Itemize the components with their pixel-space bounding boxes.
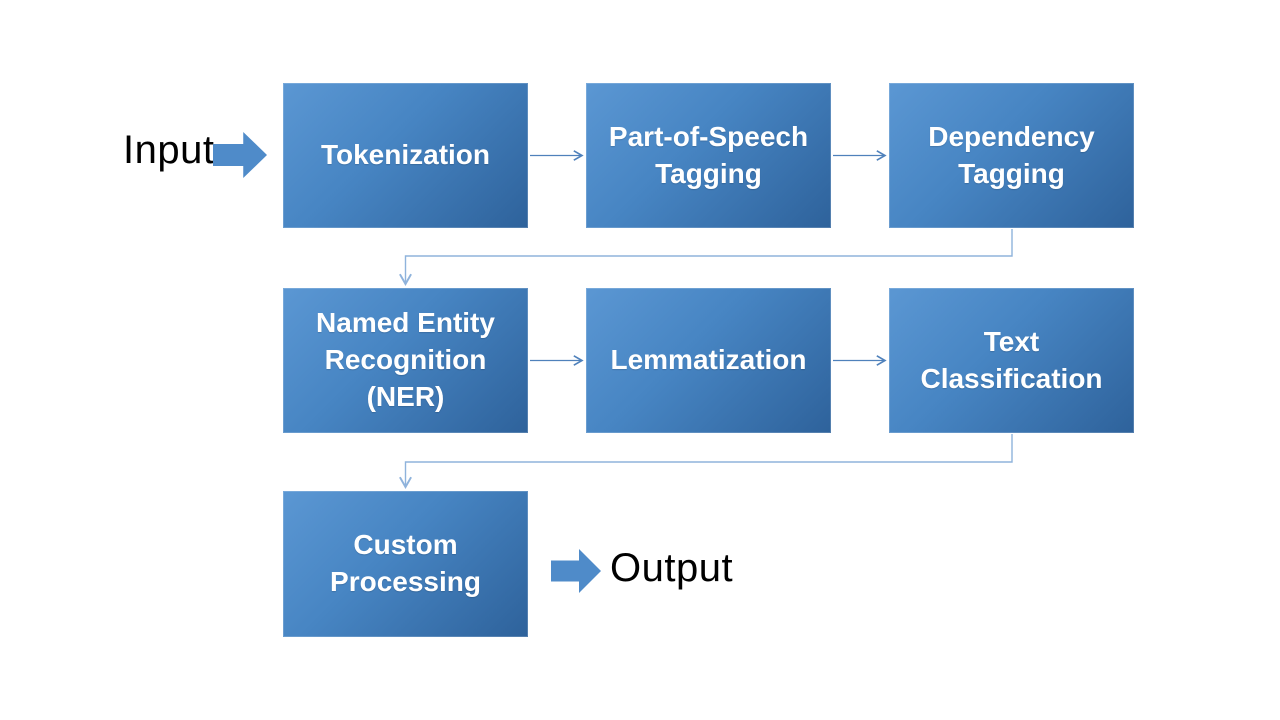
node-text-classification: Text Classification	[889, 288, 1134, 433]
node-label-text-classification: Text Classification	[920, 325, 1103, 394]
node-label-lemmatization: Lemmatization	[610, 344, 807, 376]
node-custom-processing: Custom Processing	[283, 491, 528, 637]
input-label: Input	[123, 128, 215, 172]
node-label-pos-tagging: Part-of-Speech Tagging	[608, 120, 809, 189]
node-label-dependency-tagging: Dependency Tagging	[928, 120, 1095, 189]
connector-arrow-textclass-custom	[399, 434, 1013, 489]
node-lemmatization: Lemmatization	[586, 288, 831, 433]
node-label-tokenization: Tokenization	[320, 139, 491, 171]
node-tokenization: Tokenization	[283, 83, 528, 228]
node-pos-tagging: Part-of-Speech Tagging	[586, 83, 831, 228]
connector-arrow-dependency-ner	[399, 229, 1013, 286]
input-arrow-icon	[213, 132, 267, 178]
node-label-ner: Named Entity Recognition (NER)	[316, 307, 495, 412]
node-dependency-tagging: Dependency Tagging	[889, 83, 1134, 228]
output-arrow-icon	[551, 549, 601, 593]
output-label: Output	[610, 546, 734, 590]
node-ner: Named Entity Recognition (NER)	[283, 288, 528, 433]
node-label-custom-processing: Custom Processing	[330, 529, 481, 597]
